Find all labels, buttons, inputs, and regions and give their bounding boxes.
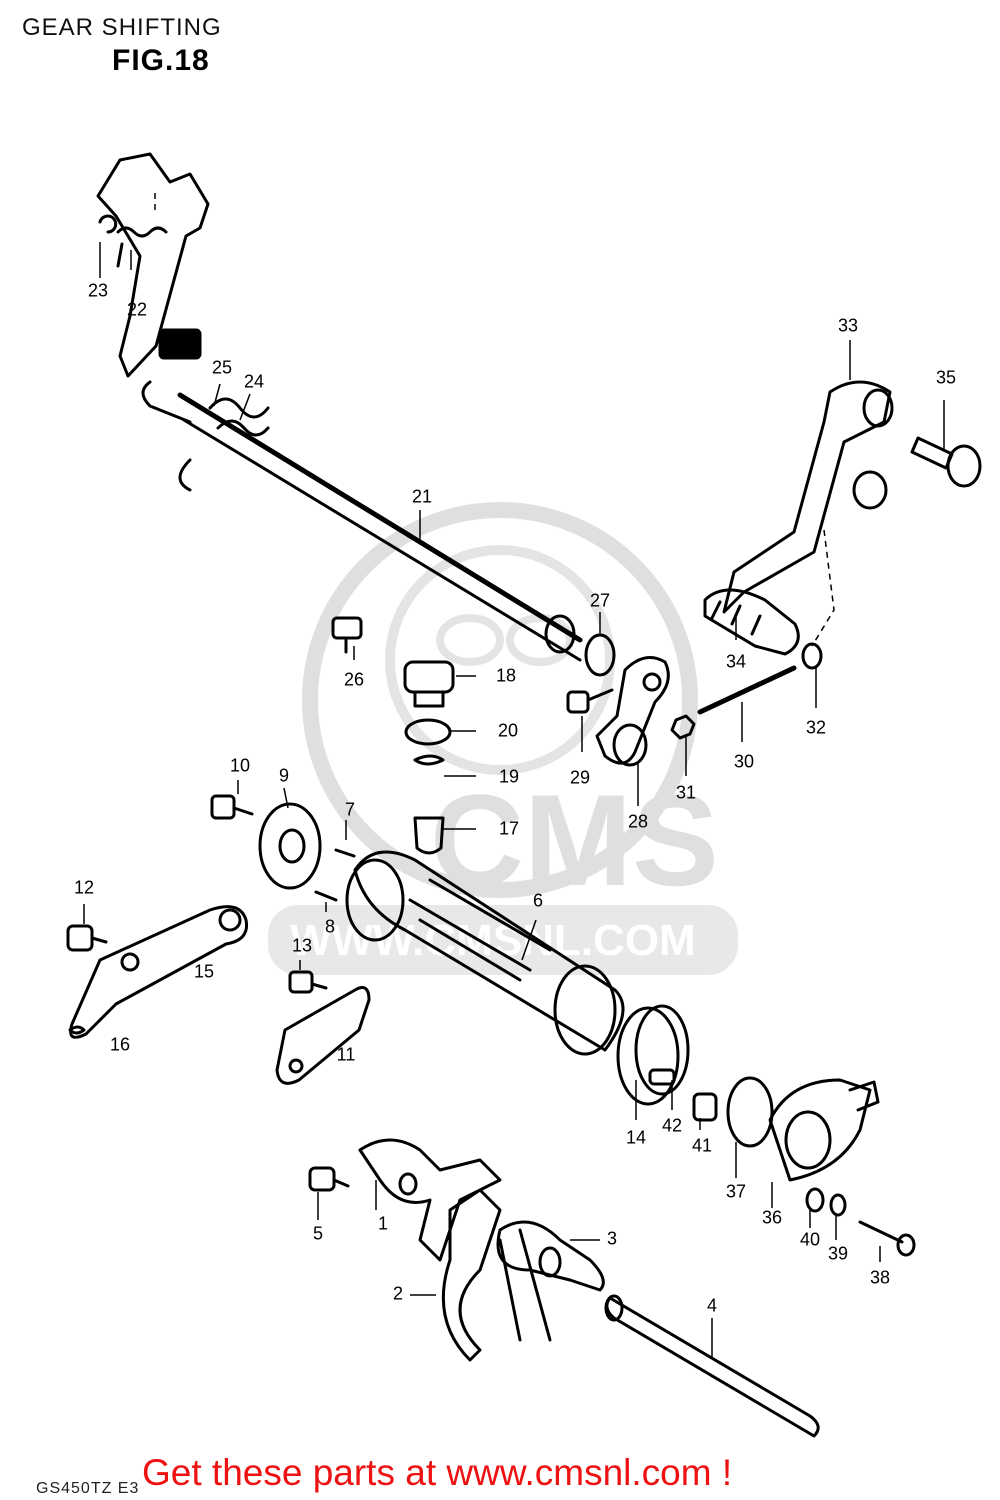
- gearshift-fork-3: [496, 1220, 605, 1292]
- callout-19: 19: [498, 766, 520, 787]
- callout-6: 6: [532, 890, 544, 911]
- callout-21: 21: [411, 486, 433, 507]
- callout-17: 17: [498, 818, 520, 839]
- callout-11: 11: [336, 1044, 356, 1065]
- callout-16: 16: [109, 1034, 131, 1055]
- gasket-washer: [404, 718, 452, 746]
- callout-40: 40: [799, 1229, 821, 1250]
- gearshift-lever-rubber: [703, 588, 800, 656]
- callout-20: 20: [497, 720, 519, 741]
- callout-22: 22: [126, 299, 148, 320]
- callout-38: 38: [869, 1267, 891, 1288]
- gearshift-fork-shaft: [604, 1294, 820, 1438]
- neutral-switch-bolt: [331, 616, 363, 654]
- cms-watermark: CMS WWW.CMSNL.COM: [268, 502, 738, 975]
- cam-pin-7: [334, 848, 356, 858]
- screw-38: [858, 1220, 916, 1257]
- watermark-site: WWW.CMSNL.COM: [290, 916, 696, 965]
- callout-2: 2: [392, 1283, 404, 1304]
- callout-32: 32: [805, 717, 827, 738]
- callout-26: 26: [343, 669, 365, 690]
- model-code: GS450TZ E3: [36, 1480, 140, 1497]
- callout-8: 8: [324, 916, 336, 937]
- callout-41: 41: [691, 1135, 713, 1156]
- cam-stopper-pin: [413, 816, 445, 855]
- gearshift-fork-2: [441, 1188, 552, 1362]
- callout-12: 12: [73, 877, 95, 898]
- cam-stopper-spring: [413, 754, 445, 766]
- cam-pin-42: [648, 1068, 676, 1086]
- cam-stopper-plate: [275, 986, 371, 1085]
- figure-number: FIG.18: [112, 44, 210, 77]
- gearshift-arm-bolt: [566, 688, 614, 714]
- cam-driven-gear: [258, 802, 322, 890]
- cam-guide-bolt: [210, 794, 254, 820]
- callout-37: 37: [725, 1181, 747, 1202]
- callout-31: 31: [675, 782, 697, 803]
- callout-15: 15: [193, 961, 215, 982]
- gearshift-cam-stopper: [69, 905, 249, 1039]
- callout-28: 28: [627, 811, 649, 832]
- callout-30: 30: [733, 751, 755, 772]
- gearshift-cam: [345, 850, 625, 1056]
- washer-40: [805, 1187, 825, 1213]
- cam-pin-8: [314, 890, 338, 902]
- callout-36: 36: [761, 1207, 783, 1228]
- cam-stopper-plate-bolt: [288, 970, 328, 994]
- callout-4: 4: [706, 1295, 718, 1316]
- gearshift-shaft: [96, 152, 583, 662]
- callout-42: 42: [661, 1115, 683, 1136]
- callout-24: 24: [243, 371, 265, 392]
- cam-stopper-bolt: [66, 924, 108, 952]
- callout-13: 13: [291, 935, 313, 956]
- lock-nut: [670, 714, 696, 740]
- shift-cam-stopper-spring: [98, 214, 168, 268]
- gearshift-fork-1: [358, 1138, 502, 1262]
- cam-bearing: [616, 1004, 690, 1106]
- callout-29: 29: [569, 767, 591, 788]
- callout-23: 23: [87, 280, 109, 301]
- link-clip: [801, 642, 823, 670]
- callout-34: 34: [725, 651, 747, 672]
- page-title: GEAR SHIFTING: [22, 14, 222, 41]
- cmsnl-promo-link[interactable]: Get these parts at www.cmsnl.com !: [142, 1452, 733, 1493]
- callout-27: 27: [589, 590, 611, 611]
- callout-1: 1: [377, 1213, 389, 1234]
- callout-9: 9: [278, 765, 290, 786]
- watermark-brand: CMS: [430, 767, 719, 913]
- cam-pin-41: [692, 1092, 718, 1122]
- callout-39: 39: [827, 1243, 849, 1264]
- callout-3: 3: [606, 1228, 618, 1249]
- callout-5: 5: [312, 1223, 324, 1244]
- callout-18: 18: [495, 665, 517, 686]
- gearshift-arm: [595, 656, 670, 767]
- gearshift-lever: [722, 380, 894, 614]
- callout-35: 35: [935, 367, 957, 388]
- callout-7: 7: [344, 799, 356, 820]
- callout-33: 33: [837, 315, 859, 336]
- callout-14: 14: [625, 1127, 647, 1148]
- washer-39: [829, 1193, 847, 1217]
- stopper-return-spring: [68, 1025, 86, 1035]
- gearshift-lever-bolt: [910, 436, 982, 488]
- o-ring: [726, 1076, 774, 1148]
- gearshift-link-rod: [697, 665, 797, 715]
- callout-10: 10: [229, 755, 251, 776]
- neutral-switch-housing: [768, 1078, 880, 1182]
- leader-lines: [83, 192, 945, 1358]
- callout-25: 25: [211, 357, 233, 378]
- fork-bolt: [308, 1166, 350, 1192]
- gearshift-cam-plug: [403, 660, 455, 708]
